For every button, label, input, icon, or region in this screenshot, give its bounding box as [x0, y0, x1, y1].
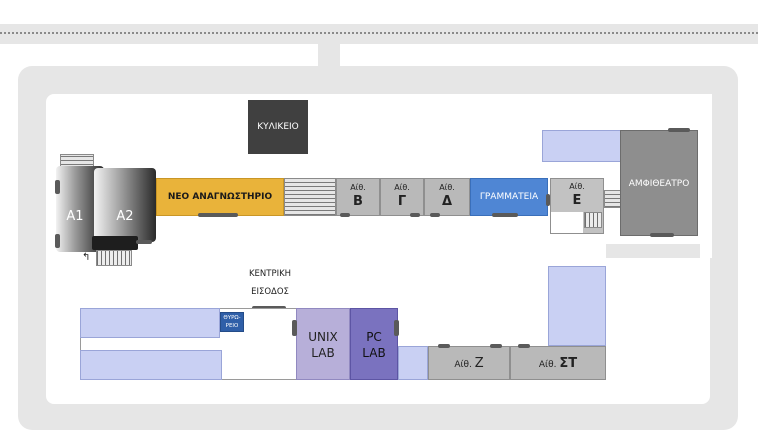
door-marker	[546, 194, 550, 206]
room-d-prefix: Αίθ.	[439, 183, 455, 192]
main-entrance-label-1: ΚΕΝΤΡΙΚΗ	[248, 269, 292, 279]
a2-lower-block	[92, 236, 138, 250]
courtyard-gap-right	[700, 94, 712, 258]
new-reading-room[interactable]: ΝΕΟ ΑΝΑΓΝΩΣΤΗΡΙΟ	[156, 178, 284, 216]
unix-lab-label-1: UNIX	[308, 330, 338, 344]
door-marker	[668, 128, 690, 132]
a1-lower-stairs	[96, 250, 132, 266]
annex-room-right[interactable]	[548, 266, 606, 346]
porter-lodge-label-1: ΘΥΡΩ-	[223, 315, 241, 321]
room-e-stairs	[584, 212, 602, 228]
room-z[interactable]: Αίθ. Ζ	[428, 346, 510, 380]
room-e-prefix: Αίθ.	[569, 182, 585, 191]
door-marker	[492, 213, 518, 217]
courtyard-gap	[606, 244, 710, 258]
porter-lodge-label-2: ΡΕΙΟ	[225, 323, 239, 329]
door-marker	[438, 344, 450, 348]
door-marker	[490, 344, 502, 348]
door-marker	[340, 213, 350, 217]
door-marker	[410, 213, 420, 217]
hall-a1-label: A1	[66, 209, 84, 224]
door-marker	[394, 320, 399, 336]
canteen-label: ΚΥΛΙΚΕΙΟ	[257, 122, 299, 132]
annex-room-top[interactable]	[542, 130, 622, 162]
room-b-prefix: Αίθ.	[350, 183, 366, 192]
amphitheatre-label: ΑΜΦΙΘΕΑΤΡΟ	[628, 179, 690, 189]
top-road-dotted-line	[0, 32, 758, 34]
door-marker	[136, 240, 152, 244]
secretariat[interactable]: ΓΡΑΜΜΑΤΕΙΑ	[470, 178, 548, 216]
room-g[interactable]: Αίθ. Γ	[380, 178, 424, 216]
room-d[interactable]: Αίθ. Δ	[424, 178, 470, 216]
door-marker	[198, 213, 238, 217]
corridor-stairs	[284, 178, 336, 216]
door-marker	[650, 233, 674, 237]
top-road	[0, 24, 758, 44]
room-g-prefix: Αίθ.	[394, 183, 410, 192]
room-e-alcove	[551, 212, 583, 233]
pc-lab-label-1: PC	[366, 330, 382, 344]
room-z-letter: Ζ	[474, 356, 484, 371]
door-marker	[430, 213, 440, 217]
room-b[interactable]: Αίθ. Β	[336, 178, 380, 216]
door-marker	[518, 344, 530, 348]
lower-left-room-bottom[interactable]	[80, 350, 222, 380]
pc-lab[interactable]: PC LAB	[350, 308, 398, 380]
lower-corridor-room[interactable]	[398, 346, 428, 380]
door-marker	[55, 180, 60, 194]
room-st-prefix: Αίθ.	[538, 360, 557, 370]
secretariat-label: ΓΡΑΜΜΑΤΕΙΑ	[479, 192, 539, 202]
unix-lab[interactable]: UNIX LAB	[296, 308, 350, 380]
main-entrance-label-2: ΕΙΣΟΔΟΣ	[251, 287, 289, 297]
canteen[interactable]: ΚΥΛΙΚΕΙΟ	[248, 100, 308, 154]
room-g-letter: Γ	[397, 194, 407, 209]
room-z-prefix: Αίθ.	[454, 360, 472, 370]
room-z-label: Αίθ. Ζ	[429, 356, 509, 372]
room-st[interactable]: Αίθ. ΣΤ	[510, 346, 606, 380]
room-st-label: Αίθ. ΣΤ	[511, 356, 605, 372]
porter-lodge[interactable]: ΘΥΡΩ- ΡΕΙΟ	[220, 312, 244, 332]
amphitheatre[interactable]: ΑΜΦΙΘΕΑΤΡΟ	[620, 130, 698, 236]
room-st-letter: ΣΤ	[559, 356, 578, 371]
hall-a2[interactable]: A2	[94, 168, 156, 242]
room-e-letter: Ε	[572, 193, 582, 208]
room-d-letter: Δ	[441, 194, 453, 209]
lower-left-room-top[interactable]	[80, 308, 220, 338]
hall-a2-label: A2	[116, 209, 134, 224]
door-marker	[292, 320, 297, 336]
new-reading-room-label: ΝΕΟ ΑΝΑΓΝΩΣΤΗΡΙΟ	[167, 192, 273, 202]
unix-lab-label-2: LAB	[311, 346, 335, 360]
pc-lab-label-2: LAB	[362, 346, 386, 360]
room-b-letter: Β	[353, 194, 363, 209]
door-marker	[55, 234, 60, 248]
turn-arrow-icon: ↰	[82, 252, 91, 263]
